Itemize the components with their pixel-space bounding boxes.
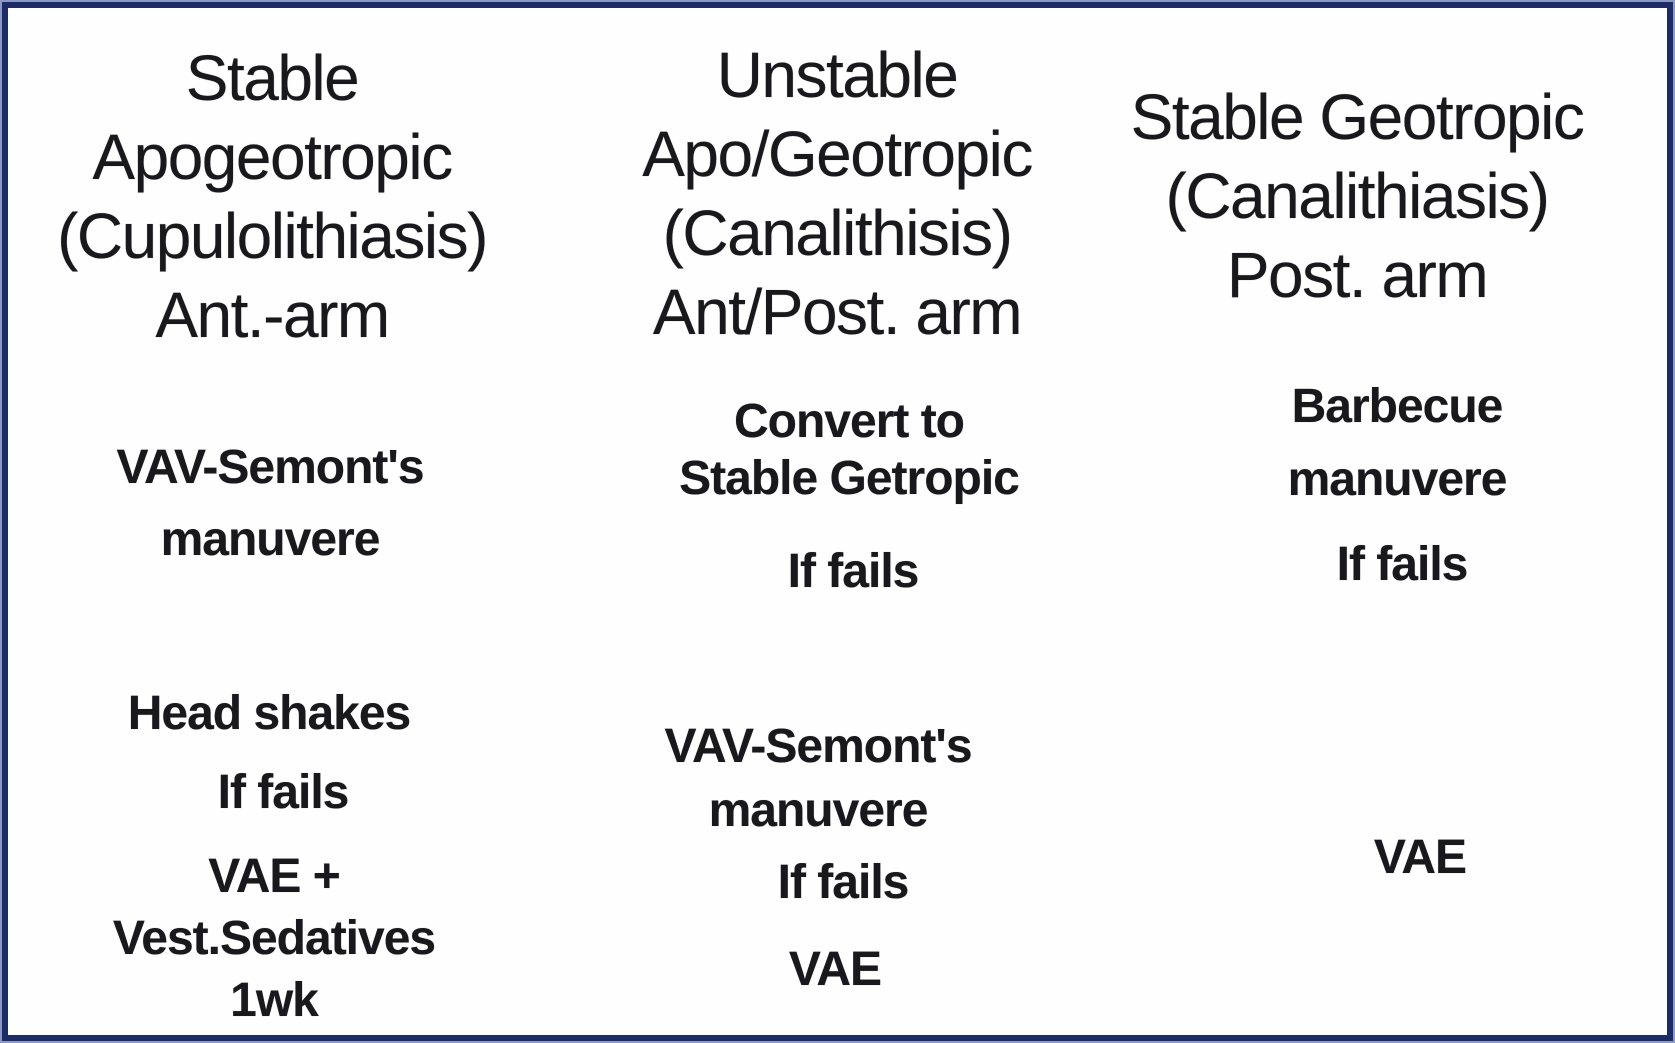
step-line: manuvere <box>708 784 929 837</box>
column-header-stable-geotropic: Stable Geotropic (Canalithiasis) Post. a… <box>1130 78 1585 315</box>
header-line: (Cupulolithiasis) <box>57 200 488 272</box>
step-line: Convert to <box>734 395 965 448</box>
step-line: VAE + <box>208 850 341 903</box>
step-line: If fails <box>1336 538 1469 591</box>
step-vav-semonts-manuvere: VAV-Semont's manuvere <box>664 715 972 843</box>
step-line: VAE <box>788 943 882 996</box>
header-line: Stable Geotropic <box>1130 81 1585 153</box>
header-line: Ant/Post. arm <box>652 276 1023 348</box>
step-if-fails: If fails <box>217 762 350 824</box>
step-line: Barbecue <box>1291 380 1504 433</box>
step-line: VAV-Semont's <box>116 441 424 494</box>
step-head-shakes: Head shakes <box>127 683 412 745</box>
column-header-stable-apogeotropic: Stable Apogeotropic (Cupulolithiasis) An… <box>57 39 488 355</box>
header-line: Ant.-arm <box>155 279 390 351</box>
header-line: (Canalithiasis) <box>1165 160 1550 232</box>
step-vae-vest-sedatives: VAE + Vest.Sedatives 1wk <box>112 846 436 1032</box>
header-line: Apogeotropic <box>92 121 453 193</box>
step-vav-semonts-manuvere: VAV-Semont's manuvere <box>116 432 424 576</box>
column-header-unstable-apo-geotropic: Unstable Apo/Geotropic (Canalithisis) An… <box>642 36 1033 352</box>
step-barbecue-manuvere: Barbecue manuvere <box>1287 370 1508 516</box>
header-line: Stable <box>185 42 360 114</box>
header-line: (Canalithisis) <box>662 197 1013 269</box>
step-if-fails: If fails <box>787 541 920 603</box>
step-line: manuvere <box>160 513 381 566</box>
step-vae: VAE <box>788 939 882 1001</box>
step-line: Stable Getropic <box>679 452 1020 505</box>
step-vae: VAE <box>1373 827 1467 889</box>
step-line: manuvere <box>1287 453 1508 506</box>
step-if-fails: If fails <box>777 852 910 914</box>
header-line: Unstable <box>716 39 959 111</box>
step-line: VAV-Semont's <box>664 720 972 773</box>
step-line: 1wk <box>230 974 319 1027</box>
step-line: VAE <box>1373 831 1467 884</box>
step-line: If fails <box>777 856 910 909</box>
step-line: Head shakes <box>127 687 412 740</box>
step-line: Vest.Sedatives <box>112 912 436 965</box>
step-line: If fails <box>787 545 920 598</box>
header-line: Apo/Geotropic <box>642 118 1033 190</box>
step-line: If fails <box>217 766 350 819</box>
step-convert-to-stable-getropic: Convert to Stable Getropic <box>679 393 1020 507</box>
header-line: Post. arm <box>1226 239 1489 311</box>
step-if-fails: If fails <box>1336 534 1469 596</box>
